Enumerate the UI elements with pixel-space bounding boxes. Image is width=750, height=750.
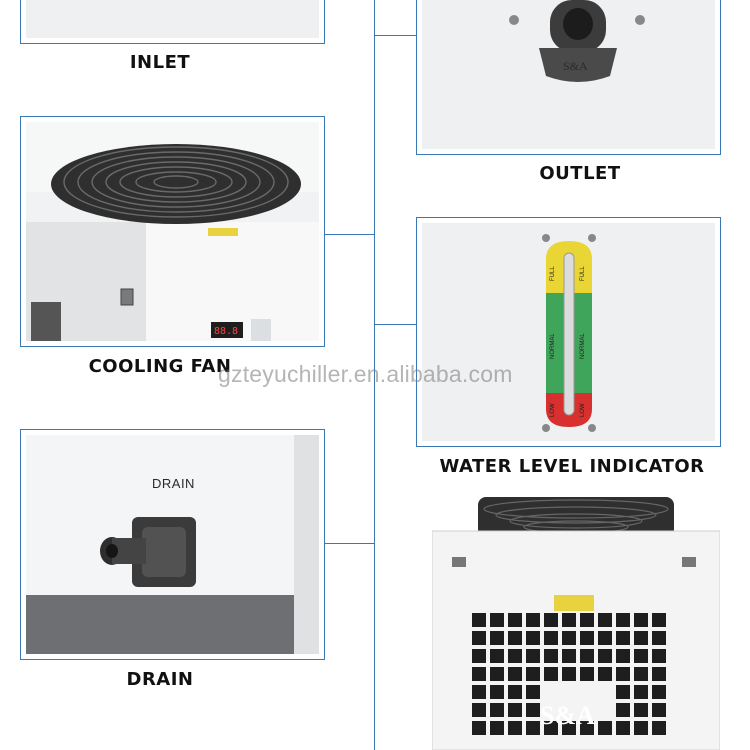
screw-icon: [542, 234, 550, 242]
water-level-indicator-photo-panel: FULL FULL NORMAL NORMAL LOW LOW: [416, 217, 721, 447]
brand-logo: S&A: [540, 701, 595, 730]
connector-drain-line: [324, 543, 375, 544]
svg-text:S&A: S&A: [563, 59, 588, 73]
svg-text:88.8: 88.8: [214, 326, 238, 337]
screw-icon: [635, 15, 645, 25]
connector-vertical-line: [374, 0, 375, 750]
cooling-fan-photo-panel: 88.8: [20, 116, 325, 347]
chiller-product-image: S&A: [432, 495, 720, 750]
svg-text:FULL: FULL: [580, 266, 586, 281]
outlet-photo-panel: S&A: [416, 0, 721, 155]
svg-text:NORMAL: NORMAL: [550, 333, 556, 359]
drain-fitting-image: [26, 435, 319, 654]
screw-icon: [588, 424, 596, 432]
cooling-fan-image: 88.8: [26, 144, 319, 341]
water-level-indicator-label: WATER LEVEL INDICATOR: [439, 456, 705, 477]
drain-panel-text: DRAIN: [152, 476, 195, 491]
outlet-label: OUTLET: [539, 163, 621, 184]
connector-fan-line: [324, 234, 375, 235]
screw-icon: [509, 15, 519, 25]
screw-icon: [542, 424, 550, 432]
connector-gauge-line: [374, 324, 418, 325]
inlet-label: INLET: [129, 52, 191, 73]
cooling-fan-label: COOLING FAN: [88, 356, 232, 377]
svg-text:LOW: LOW: [580, 403, 586, 417]
drain-label: DRAIN: [126, 669, 194, 690]
water-level-gauge: FULL FULL NORMAL NORMAL LOW LOW: [542, 234, 596, 432]
watermark-text: gzteyuchiller.en.alibaba.com: [218, 361, 513, 387]
svg-text:LOW: LOW: [550, 403, 556, 417]
drain-photo-panel: DRAIN: [20, 429, 325, 660]
connector-outlet-line: [374, 35, 418, 36]
screw-icon: [588, 234, 596, 242]
outlet-fitting-image: S&A: [509, 0, 645, 82]
svg-text:NORMAL: NORMAL: [580, 333, 586, 359]
svg-text:FULL: FULL: [550, 266, 556, 281]
inlet-photo-panel: [20, 0, 325, 44]
